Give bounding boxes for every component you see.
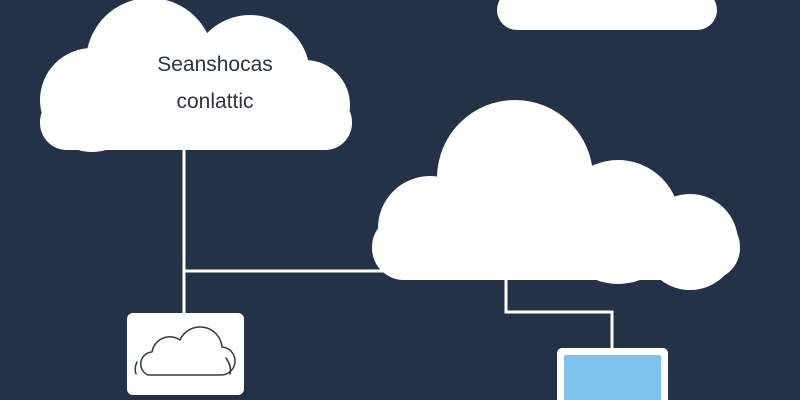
- monitor-icon: [557, 348, 668, 400]
- cloud-main-caption: Seanshocas conlattic: [100, 46, 330, 120]
- cloud-main-line-2: conlattic: [176, 90, 254, 113]
- storage-box: [127, 313, 244, 395]
- cloud-top-right: [497, 0, 717, 30]
- cloud-right: [372, 100, 740, 290]
- cloud-main: [40, 0, 352, 152]
- connectors: [182, 138, 614, 352]
- cloud-outline-icon: [134, 326, 236, 376]
- cloud-main-line-1: Seanshocas: [157, 53, 273, 76]
